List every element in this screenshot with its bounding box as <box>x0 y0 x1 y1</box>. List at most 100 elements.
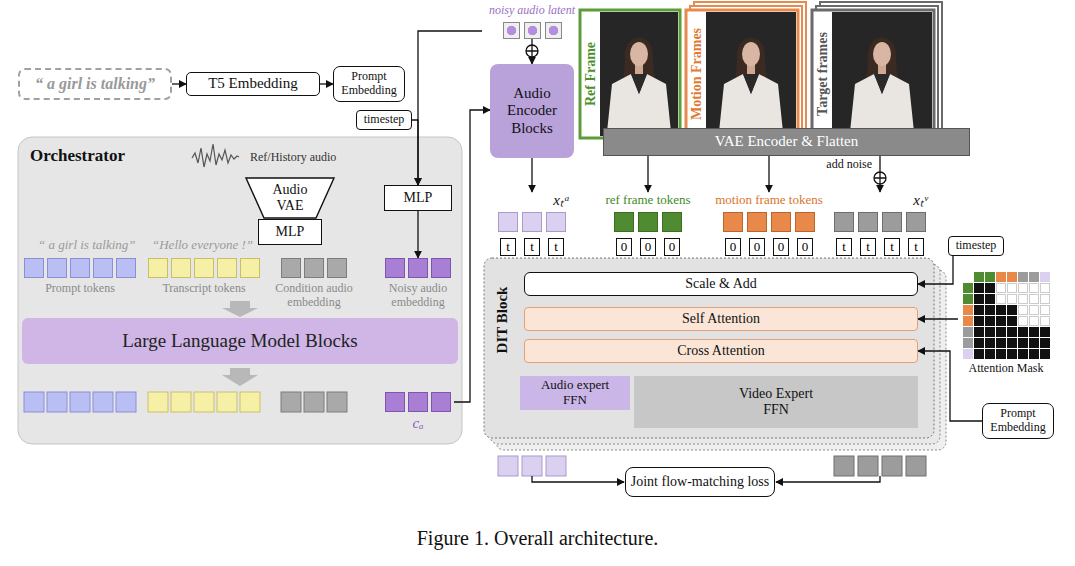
token-group: motion frame tokens <box>708 192 830 232</box>
token-row <box>281 258 347 278</box>
figure-caption: Figure 1. Overall architecture. <box>0 527 1075 550</box>
mask-cell <box>1040 316 1050 326</box>
connector <box>768 156 769 192</box>
node-label: cₐ <box>412 415 423 431</box>
annotation-label: Ref/History audio <box>250 150 336 165</box>
token-square <box>148 258 168 278</box>
token-square <box>747 212 767 232</box>
node-label: Attention Mask <box>969 362 1044 376</box>
token-square <box>70 392 90 412</box>
mask-cell <box>974 305 984 315</box>
loss-wire <box>776 476 880 482</box>
token-square <box>906 456 926 476</box>
node-label: Scale & Add <box>685 276 757 292</box>
mask-cell <box>1040 283 1050 293</box>
mask-cell <box>963 316 973 326</box>
mask-cell <box>996 294 1006 304</box>
frame-label: Motion Frames <box>689 28 705 120</box>
annotation-label: “Hello everyone !” <box>152 237 253 253</box>
node-label: T5 Embedding <box>208 75 298 92</box>
annotation-label: “ a girl is talking” <box>38 237 136 253</box>
connector <box>320 83 333 84</box>
latent-group: noisy audio latent <box>482 3 582 39</box>
token-square <box>327 392 347 412</box>
token-square <box>638 212 658 232</box>
connector <box>531 158 532 192</box>
ffn-box: Video Expert FFN <box>634 376 918 428</box>
mask-cell <box>1018 272 1028 282</box>
mask-cell <box>1018 305 1028 315</box>
node-label: VAE Encoder & Flatten <box>715 133 858 150</box>
sum-cross <box>526 45 538 57</box>
mask-cell <box>1018 338 1028 348</box>
token-square <box>304 258 324 278</box>
token-row <box>385 392 451 412</box>
mask-cell <box>996 316 1006 326</box>
person-figure <box>607 38 671 133</box>
token-square <box>546 212 566 232</box>
token-square <box>304 392 324 412</box>
mask-cell <box>974 316 984 326</box>
motion-frames <box>686 2 806 138</box>
token-square <box>906 212 926 232</box>
token-square <box>408 258 428 278</box>
connector <box>918 318 958 319</box>
sum-symbol <box>526 45 538 57</box>
token-square <box>385 258 405 278</box>
node-label: “ a girl is talking” <box>35 75 155 93</box>
mask-cell <box>963 327 973 337</box>
token-square <box>834 212 854 232</box>
mask-cell <box>1040 272 1050 282</box>
timestep-indicator: t <box>908 238 924 256</box>
token-square <box>662 212 682 232</box>
node-label: Prompt tokens <box>45 281 115 295</box>
mask-cell <box>1029 327 1039 337</box>
token-row <box>148 258 260 278</box>
token-square <box>240 258 260 278</box>
node-label: motion frame tokens <box>715 192 823 208</box>
loss-wire <box>532 476 624 482</box>
prompt-quote-box: “ a girl is talking” <box>18 68 172 100</box>
timestep-indicator: t <box>500 238 516 256</box>
mask-cell <box>1040 305 1050 315</box>
token-row <box>498 212 566 232</box>
token-square <box>546 456 566 476</box>
mask-cell <box>1007 327 1017 337</box>
node-label: DIT Block <box>494 287 511 354</box>
token-square <box>217 258 237 278</box>
mask-cell <box>974 338 984 348</box>
token-square <box>281 392 301 412</box>
node-label: Prompt Embedding <box>985 407 1051 435</box>
token-group: Transcript tokens <box>148 258 260 295</box>
mask-cell <box>974 283 984 293</box>
sum-circle <box>874 172 886 184</box>
mask-cell <box>996 283 1006 293</box>
token-square <box>522 456 542 476</box>
node-label: Self Attention <box>682 311 760 327</box>
token-square <box>116 258 136 278</box>
token-square <box>217 392 237 412</box>
timestep-box: timestep <box>948 236 1004 256</box>
token-row <box>834 212 926 232</box>
mask-cell <box>985 294 995 304</box>
mask-cell <box>996 349 1006 359</box>
layer-box: Scale & Add <box>524 272 918 296</box>
mask-cell <box>974 349 984 359</box>
frame-border <box>686 10 798 138</box>
embedding-box: Prompt Embedding <box>333 66 405 102</box>
connector <box>412 120 418 185</box>
connector <box>418 31 482 185</box>
mask-cell <box>1029 305 1039 315</box>
token-square <box>385 392 405 412</box>
mask-cell <box>1040 327 1050 337</box>
token-square <box>47 258 67 278</box>
node-label: xₜᵛ <box>913 192 930 208</box>
node-label: noisy audio latent <box>489 3 575 18</box>
node-label: Audio VAE <box>267 182 313 214</box>
timestep-indicator: 0 <box>640 238 656 256</box>
token-square <box>723 212 743 232</box>
token-square <box>545 22 562 39</box>
node-label: Audio expert FFN <box>534 378 616 408</box>
